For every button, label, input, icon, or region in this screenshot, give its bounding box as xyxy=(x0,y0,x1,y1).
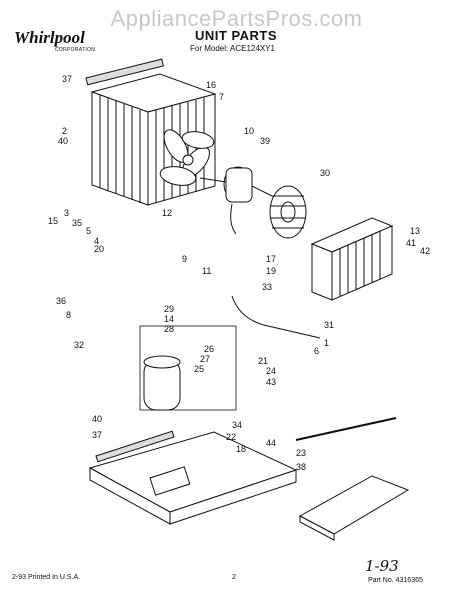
handwritten-date: 1-93 xyxy=(365,557,399,575)
callout-28: 28 xyxy=(164,324,174,334)
callout-9: 9 xyxy=(182,254,187,264)
callout-21: 21 xyxy=(258,356,268,366)
model-label: For Model: ACE124XY1 xyxy=(190,44,275,53)
callout-29: 29 xyxy=(164,304,174,314)
callout-12: 12 xyxy=(162,208,172,218)
callout-40: 40 xyxy=(58,136,68,146)
callout-4: 4 xyxy=(94,236,99,246)
callout-15: 15 xyxy=(48,216,58,226)
callout-13: 13 xyxy=(410,226,420,236)
callout-35: 35 xyxy=(72,218,82,228)
callout-34: 34 xyxy=(232,420,242,430)
callout-38: 38 xyxy=(296,462,306,472)
callout-2: 2 xyxy=(62,126,67,136)
callout-1: 1 xyxy=(324,338,329,348)
fan-motor xyxy=(199,166,273,235)
callout-16: 16 xyxy=(206,80,216,90)
evaporator-coil xyxy=(310,217,394,301)
printed-note: 2-93 Printed In U.S.A. xyxy=(12,574,81,581)
callout-32: 32 xyxy=(74,340,84,350)
callout-22: 22 xyxy=(226,432,236,442)
callout-23: 23 xyxy=(296,448,306,458)
watermark: AppliancePartsPros.com xyxy=(110,6,363,31)
callout-10: 10 xyxy=(244,126,254,136)
callout-7: 7 xyxy=(219,92,224,102)
callout-37b: 37 xyxy=(92,430,102,440)
callout-18: 18 xyxy=(236,444,246,454)
part-number: Part No. 4316365 xyxy=(368,577,423,584)
compressor xyxy=(139,325,237,411)
callouts: 37 16 7 2 40 10 39 30 15 3 35 5 4 12 13 … xyxy=(48,74,430,472)
callout-30: 30 xyxy=(320,168,330,178)
callout-25: 25 xyxy=(194,364,204,374)
callout-40b: 40 xyxy=(92,414,102,424)
callout-42: 42 xyxy=(420,246,430,256)
callout-6: 6 xyxy=(314,346,319,356)
callout-37: 37 xyxy=(62,74,72,84)
base-pan xyxy=(88,431,298,525)
callout-44: 44 xyxy=(266,438,276,448)
callout-31: 31 xyxy=(324,320,334,330)
callout-3: 3 xyxy=(64,208,69,218)
page-number: 2 xyxy=(232,574,236,581)
brand-logo: Whirlpool xyxy=(14,28,85,47)
callout-41: 41 xyxy=(406,238,416,248)
page-title: UNIT PARTS xyxy=(195,28,278,43)
callout-39: 39 xyxy=(260,136,270,146)
drain-tray xyxy=(295,417,410,541)
blower-wheel xyxy=(269,185,307,239)
fan-blade xyxy=(159,129,215,186)
callout-14: 14 xyxy=(164,314,174,324)
callout-19: 19 xyxy=(266,266,276,276)
callout-20: 20 xyxy=(94,244,104,254)
callout-5: 5 xyxy=(86,226,91,236)
callout-8: 8 xyxy=(66,310,71,320)
callout-33: 33 xyxy=(262,282,272,292)
callout-26: 26 xyxy=(204,344,214,354)
callout-36: 36 xyxy=(56,296,66,306)
brand-sub: CORPORATION xyxy=(55,47,96,53)
callout-11: 11 xyxy=(202,266,211,276)
callout-27: 27 xyxy=(200,354,210,364)
callout-43: 43 xyxy=(266,377,276,387)
callout-24: 24 xyxy=(266,366,276,376)
callout-17: 17 xyxy=(266,254,276,264)
